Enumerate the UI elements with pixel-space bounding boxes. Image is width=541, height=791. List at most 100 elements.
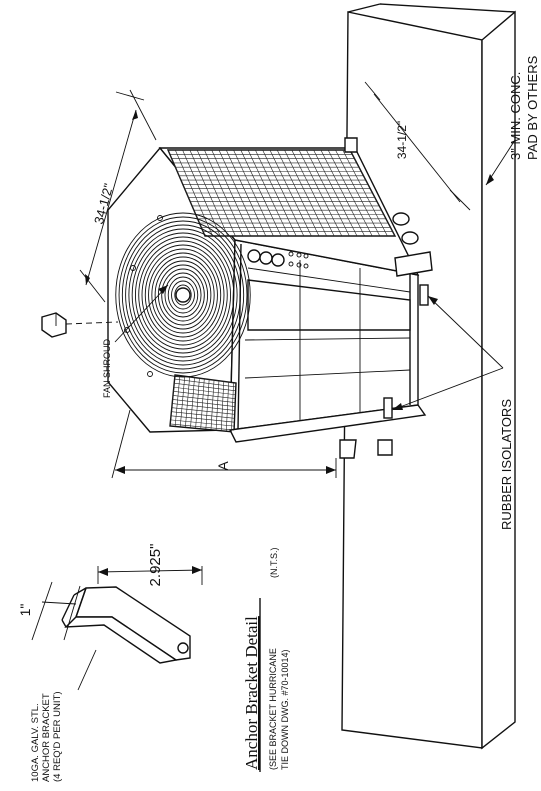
grill-line <box>170 419 235 427</box>
exploded-bracket <box>41 312 119 338</box>
grill-line <box>210 380 215 430</box>
service-ports <box>247 212 419 269</box>
dim-depth-label: 34-1/2" <box>395 121 409 159</box>
front-grill-main <box>247 279 411 331</box>
fan-ring <box>171 280 195 310</box>
grill-line <box>169 374 176 427</box>
detail-title: Anchor Bracket Detail <box>242 616 261 770</box>
grill-hatch <box>167 149 396 432</box>
grill-line <box>205 379 210 430</box>
isolator-callout: RUBBER ISOLATORS <box>391 295 514 530</box>
grill-line <box>298 149 343 237</box>
dim-height: A <box>111 409 337 479</box>
bracket-spec: 10GA. GALV. STL. ANCHOR BRACKET (4 REQ'D… <box>30 692 63 783</box>
grill-line <box>174 374 237 384</box>
grill-line <box>306 149 350 237</box>
detail-note-line2: TIE DOWN DWG. #70-10014) <box>280 649 290 770</box>
grill-line <box>215 380 220 431</box>
grill-line <box>190 377 195 428</box>
grill-line <box>170 423 235 431</box>
detail-note-line1: (SEE BRACKET HURRICANE <box>268 648 278 770</box>
grill-line <box>170 415 235 423</box>
grill-line <box>179 376 186 427</box>
grill-line <box>174 375 181 427</box>
grill-line <box>262 149 305 237</box>
fan-ring <box>131 232 235 358</box>
fan-ring <box>138 240 228 350</box>
grill-line <box>174 378 236 388</box>
grill-line <box>171 407 235 415</box>
grill-line <box>173 386 236 396</box>
grill-line <box>342 149 388 237</box>
side-grill-left <box>169 374 237 433</box>
fan-ring <box>148 252 218 338</box>
fan-ring <box>174 284 192 306</box>
fan-ring <box>121 220 245 370</box>
fan-ring <box>154 260 212 330</box>
fan-ring <box>125 224 241 366</box>
fan-ring <box>144 248 222 342</box>
grill-line <box>233 149 274 237</box>
fan-ring <box>141 244 225 346</box>
grill-line <box>189 149 229 237</box>
grill-line <box>225 149 267 237</box>
grill-line <box>349 149 396 237</box>
grill-line <box>335 149 381 237</box>
dim-height-label: A <box>215 461 231 471</box>
pad-callout: 3" MIN. CONC. PAD BY OTHERS <box>485 55 540 186</box>
bracket-flange-label: 1" <box>17 604 33 617</box>
fan-ring <box>151 256 215 334</box>
grill-line <box>196 149 236 237</box>
bracket-spec-line3: (4 REQ'D PER UNIT) <box>52 692 63 783</box>
grill-line <box>327 149 373 237</box>
pad-label-line2: PAD BY OTHERS <box>525 55 540 160</box>
grill-line <box>195 378 200 429</box>
fan-shroud-label: FAN SHROUD <box>102 338 112 398</box>
grill-line <box>173 391 236 399</box>
grill-line <box>172 395 236 403</box>
bracket-detail: 2.925" 1" <box>17 544 203 691</box>
grill-line <box>255 149 297 237</box>
dim-depth: 34-1/2" <box>364 81 471 211</box>
grill-line <box>174 382 236 392</box>
detail-scale: (N.T.S.) <box>269 547 279 578</box>
fan-ring <box>134 236 232 354</box>
grill-line <box>172 403 235 411</box>
grill-line <box>172 399 236 407</box>
grill-line <box>284 149 327 237</box>
fan-ring <box>128 228 238 362</box>
fan-shroud-callout: FAN SHROUD <box>102 284 169 398</box>
bracket-spec-line1: 10GA. GALV. STL. <box>30 703 41 782</box>
detail-title-block: Anchor Bracket Detail (N.T.S.) (SEE BRAC… <box>242 547 290 772</box>
grill-line <box>313 149 358 237</box>
grill-line <box>211 149 251 237</box>
isolator-label: RUBBER ISOLATORS <box>499 399 514 530</box>
grill-line <box>276 149 320 237</box>
bracket-width-label: 2.925" <box>147 544 164 587</box>
grill-line <box>185 376 190 428</box>
grill-line <box>247 149 289 237</box>
bracket-spec-line2: ANCHOR BRACKET <box>41 693 52 782</box>
grill-line <box>167 149 206 237</box>
grill-line <box>171 411 235 419</box>
fan-ring <box>118 216 248 374</box>
grill-line <box>220 381 225 431</box>
grill-line <box>269 149 312 237</box>
rubber-isolators <box>383 284 429 419</box>
grill-line <box>240 149 282 237</box>
fan-ring <box>115 212 251 378</box>
grill-line <box>200 378 205 429</box>
fan-ring <box>161 268 205 322</box>
fan-guard <box>115 212 251 378</box>
grill-line <box>204 149 244 237</box>
grill-line <box>291 149 335 237</box>
grill-line <box>226 382 229 432</box>
pad-label-line1: 3" MIN. CONC. <box>508 72 523 160</box>
fan-ring <box>167 276 199 314</box>
unit-anchor-brackets <box>339 137 433 459</box>
grill-line <box>320 149 365 237</box>
fan-ring <box>164 272 202 318</box>
grill-line <box>218 149 259 237</box>
grill-line <box>231 382 234 432</box>
